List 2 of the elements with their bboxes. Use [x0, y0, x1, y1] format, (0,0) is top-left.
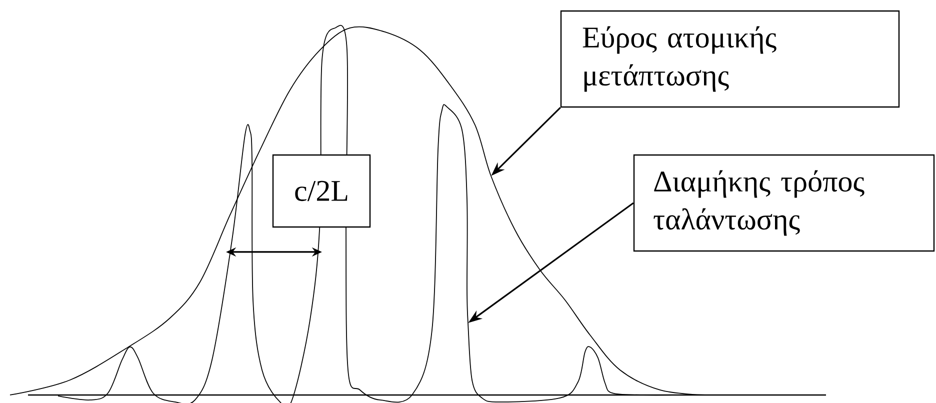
text-box: Διαμήκης τρόπος ταλάντωσης [633, 154, 935, 252]
text-box: Εύρος ατομικής μετάπτωσης [560, 10, 900, 108]
